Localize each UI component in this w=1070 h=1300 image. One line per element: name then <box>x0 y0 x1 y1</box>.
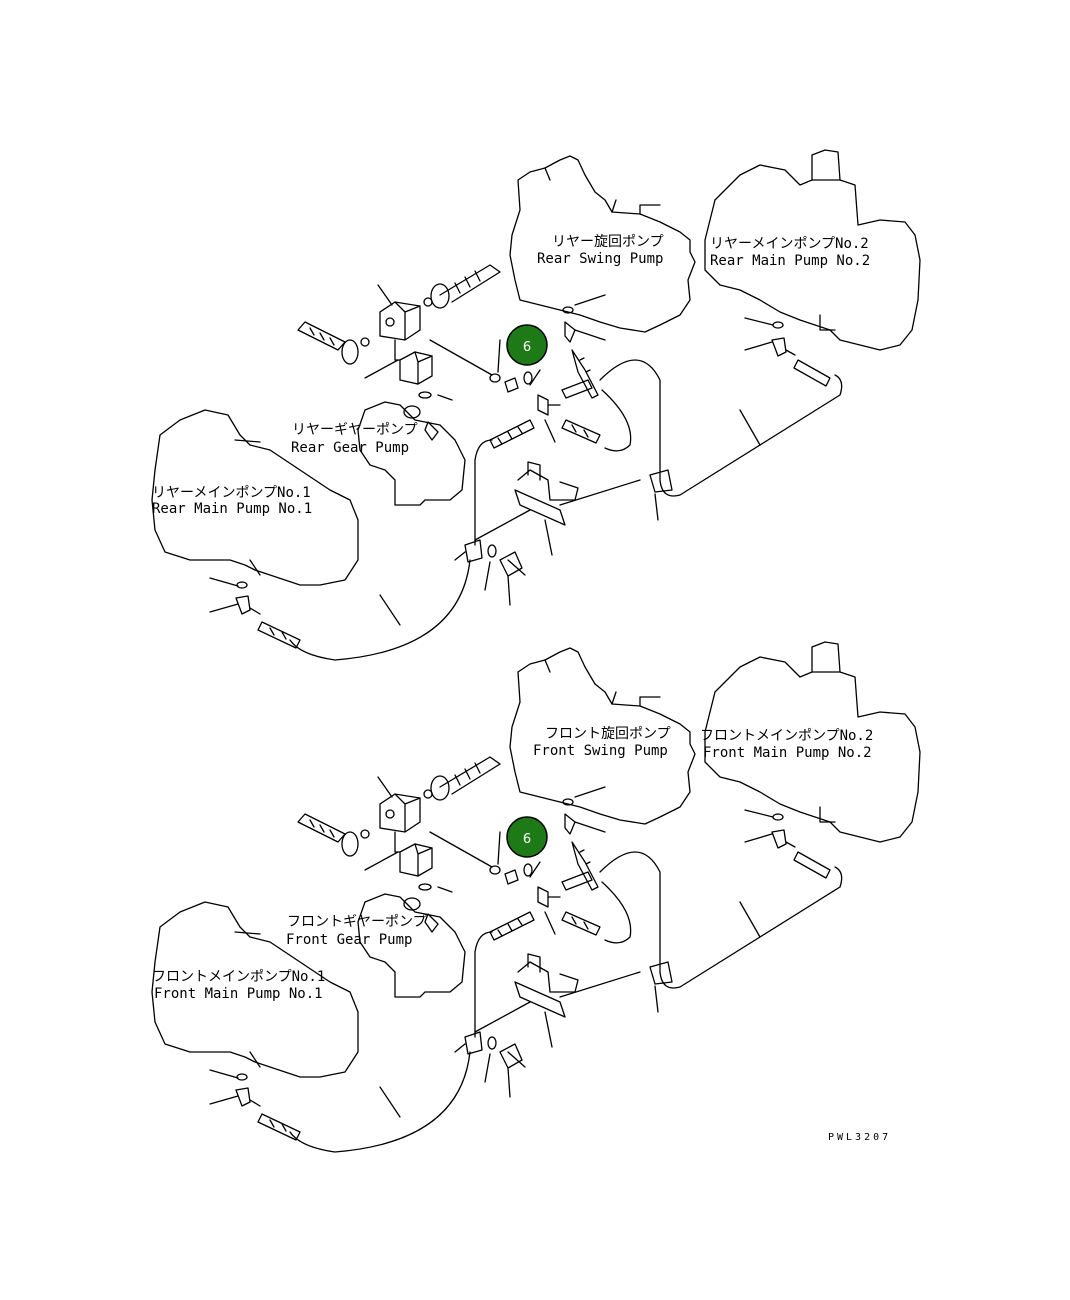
gear-pump-label-jp: フロントギヤーポンプ <box>287 914 427 930</box>
main-pump2-label-jp: フロントメインポンプNo.2 <box>700 728 873 744</box>
gear-pump-label-en: Rear Gear Pump <box>291 440 409 456</box>
main-pump2-label-en: Rear Main Pump No.2 <box>710 253 870 269</box>
swing-pump-label-jp: フロント旋回ポンプ <box>545 726 671 742</box>
callout-number: 6 <box>523 340 531 355</box>
drawing-reference: PWL3207 <box>828 1132 891 1143</box>
callout-number: 6 <box>523 832 531 847</box>
main-pump1-label-jp: フロントメインポンプNo.1 <box>152 969 325 985</box>
callout-circle[interactable] <box>506 816 548 858</box>
front-assembly: 6 フロント旋回ポンプ Front Swing Pump フロントメインポンプN… <box>151 641 921 1153</box>
main-pump1-label-en: Rear Main Pump No.1 <box>152 501 312 517</box>
gear-pump-label-en: Front Gear Pump <box>286 932 412 948</box>
swing-pump-label-en: Rear Swing Pump <box>537 251 663 267</box>
swing-pump-label-jp: リヤー旋回ポンプ <box>552 234 664 250</box>
main-pump2-label-jp: リヤーメインポンプNo.2 <box>710 236 869 252</box>
rear-assembly: 6 リヤー旋回ポンプ Rear Swing Pump リヤーメインポンプNo.2… <box>151 149 921 661</box>
callout-circle[interactable] <box>506 324 548 366</box>
swing-pump-label-en: Front Swing Pump <box>533 743 668 759</box>
main-pump1-label-en: Front Main Pump No.1 <box>154 986 323 1002</box>
main-pump1-label-jp: リヤーメインポンプNo.1 <box>152 485 311 501</box>
main-pump2-label-en: Front Main Pump No.2 <box>703 745 872 761</box>
gear-pump-label-jp: リヤーギヤーポンプ <box>292 422 418 438</box>
